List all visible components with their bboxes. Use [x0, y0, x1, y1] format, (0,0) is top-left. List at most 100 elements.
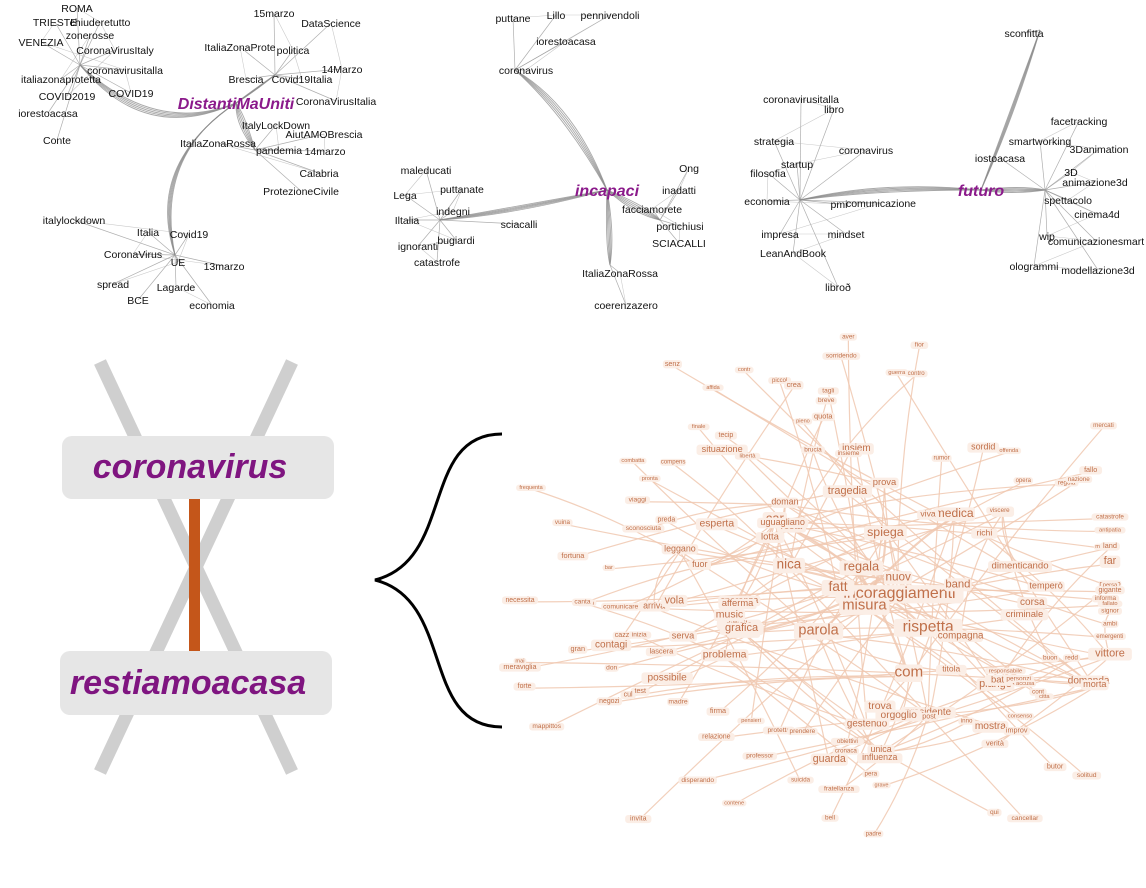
cloud-word-disperando: disperando — [681, 777, 714, 784]
cloud-edge-71 — [609, 676, 909, 704]
edge-futuro-facetracking — [1044, 120, 1080, 191]
mesh-edge-futuro-6 — [766, 200, 840, 205]
cloud-word-bg-141 — [714, 431, 738, 440]
cloud-word-mercati: mercati — [1093, 422, 1114, 429]
cloud-word-padre: padre — [866, 830, 882, 837]
cloud-edge-79 — [884, 484, 1111, 588]
cloud-word-bg-48 — [971, 528, 998, 539]
node-distanti-chiuderetutto: chiuderetutto — [70, 17, 131, 29]
node-futuro-leanandbook: LeanAndBook — [760, 248, 827, 260]
cloud-word-libert: libertà — [740, 454, 757, 460]
cloud-word-sordid: sordid — [971, 442, 995, 452]
cloud-edge-151 — [582, 566, 700, 605]
cloud-word-cazz: cazz — [615, 631, 630, 639]
cloud-word-leggano: leggano — [664, 543, 696, 553]
node-futuro-ologrammi: ologrammi — [1009, 261, 1058, 273]
cloud-word-grave: grave — [875, 782, 889, 788]
node-futuro-animazione3d: animazione3d — [1062, 177, 1128, 189]
cloud-word-bg-96 — [698, 732, 735, 741]
mesh-edge-futuro-12 — [1039, 120, 1080, 142]
cloud-word-bg-56 — [864, 700, 896, 713]
cloud-word-parola: parola — [798, 623, 839, 639]
edge-futuro-comunicazionesmart — [1044, 189, 1097, 242]
edge-distanti-conte — [56, 64, 81, 141]
mesh-edge-distanti-2 — [99, 21, 116, 51]
bundle-incapaci-1 — [439, 189, 608, 221]
node-incapaci-iorestoacasa: iorestoacasa — [536, 36, 596, 48]
node-futuro-startup: startup — [781, 159, 813, 171]
mesh-edge-futuro-16 — [1067, 181, 1096, 201]
edge-distanti-zonerosse — [79, 34, 91, 66]
bundle-distanti-0 — [79, 64, 237, 114]
cloud-word-bg-41 — [1000, 609, 1049, 621]
cloud-edge-48 — [983, 535, 1111, 658]
cloud-edge-40 — [855, 450, 910, 677]
edge-futuro-animazione3d — [1044, 181, 1096, 191]
node-distanti-spread: spread — [97, 279, 129, 291]
edge-distanti-iorestoacasa — [47, 64, 81, 114]
bundle-futuro-0 — [799, 189, 982, 201]
node-incapaci-indegni: indegni — [436, 206, 470, 218]
cloud-word-bg-25 — [1027, 581, 1065, 592]
cloud-word-bg-11 — [933, 507, 975, 522]
cloud-edge-125 — [672, 365, 885, 486]
cloud-word-bg-127 — [1095, 586, 1125, 595]
cloud-word-bg-17 — [700, 649, 749, 662]
cloud-word-cont: cont — [1032, 688, 1044, 695]
cloud-word-spiega: spiega — [867, 525, 904, 539]
hub-incapaci: incapaci — [575, 183, 640, 200]
node-incapaci-maleducati: maleducati — [401, 165, 452, 177]
cloud-word-band: band — [945, 578, 970, 590]
cloud-word-bg-46 — [591, 639, 632, 652]
cloud-word-bg-37 — [857, 753, 903, 764]
node-futuro-strategia: strategia — [754, 136, 794, 148]
cloud-word-dimenticando: dimenticando — [991, 561, 1048, 572]
node-futuro-iostoacasa: iostoacasa — [975, 153, 1025, 165]
cloud-word-bg-154 — [1100, 542, 1120, 551]
cloud-edge-157 — [627, 675, 909, 698]
edge-distanti-covid19italia — [274, 74, 303, 80]
edge-futuro-iostoacasa — [999, 157, 1046, 191]
cloud-word-afferma: afferma — [722, 597, 754, 608]
node-futuro-mindset: mindset — [828, 229, 865, 241]
cloud-edge-49 — [881, 728, 991, 753]
cloud-word-bg-123 — [1097, 600, 1123, 608]
bundle-futuro-0 — [799, 186, 982, 201]
cloud-edge-159 — [637, 501, 785, 506]
cloud-word-vola: vola — [665, 594, 685, 606]
cloud-word-bg-147 — [800, 446, 825, 454]
node-distanti-italiazonarossa: ItaliaZonaRossa — [180, 138, 256, 150]
cloud-edge-128 — [530, 488, 701, 568]
cloud-word-tagli: tagli — [822, 387, 835, 394]
cloud-word-bg-157 — [620, 690, 636, 700]
edge-futuro-coronavirusitalla — [799, 98, 802, 201]
node-futuro-economia: economia — [744, 196, 790, 208]
node-distanti-aiutamobrescia: AiutAMOBrescia — [285, 129, 362, 141]
cloud-word-bg-35 — [661, 594, 688, 608]
cloud-word-uguagliano: uguagliano — [760, 517, 805, 527]
cloud-word-antipatia: antipatia — [1099, 527, 1122, 533]
edge-futuro-ologrammi — [1033, 189, 1046, 267]
node-distanti-14marzo: 14Marzo — [322, 64, 363, 76]
cloud-word-grafica: grafica — [725, 622, 759, 634]
mesh-edge-futuro-15 — [1070, 171, 1096, 183]
node-distanti-covid19italia: Covid19Italia — [272, 74, 333, 86]
cloud-word-bg-68 — [1072, 771, 1102, 780]
cloud-word-bg-76 — [822, 352, 861, 360]
edge-distanti-economia — [174, 254, 213, 306]
word-restiamoacasa: restiamoacasa — [70, 664, 306, 702]
edge-distanti-politica — [274, 49, 294, 76]
cloud-word-bg-44 — [1017, 597, 1048, 609]
node-futuro-coronavirusitalla: coronavirusitalla — [763, 94, 839, 106]
edge-incapaci-sciacalli — [659, 219, 680, 244]
cloud-word-bg-158 — [987, 808, 1002, 817]
node-futuro-impresa: impresa — [761, 229, 799, 241]
cloud-word-bg-27 — [870, 477, 899, 489]
cloud-word-bg-143 — [821, 814, 839, 822]
cloud-word-bg-7 — [772, 557, 805, 574]
cloud-word-personzi: personzi — [1006, 676, 1031, 683]
edge-distanti-italylockdown — [254, 124, 277, 151]
cloud-word-bg-133 — [832, 747, 860, 755]
cloud-word-pensieri: pensieri — [741, 718, 761, 724]
cloud-word-qui: qui — [990, 809, 999, 816]
